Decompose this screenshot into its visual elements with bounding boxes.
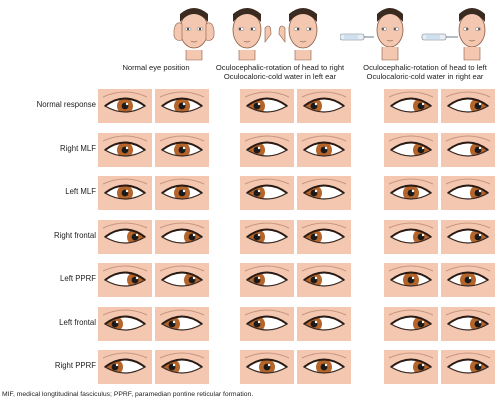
left-eye xyxy=(155,133,209,167)
footnote: MIF, medical longtitudinal fasciculus; P… xyxy=(2,391,254,398)
eye-pair xyxy=(383,87,496,123)
left-eye xyxy=(155,307,209,341)
eye-pair xyxy=(239,348,352,384)
right-eye xyxy=(384,89,438,123)
eye-pair xyxy=(383,218,496,254)
left-eye xyxy=(297,263,351,297)
right-eye xyxy=(240,307,294,341)
head-rotation-illustration xyxy=(232,8,272,61)
column-header-line1: Oculocephalic-rotation of head to right xyxy=(215,63,345,72)
right-eye xyxy=(98,350,152,384)
row-label: Left frontal xyxy=(59,318,96,327)
right-eye xyxy=(240,133,294,167)
right-eye xyxy=(384,307,438,341)
eye-pair xyxy=(97,348,210,384)
column-header-head-left: Oculocephalic-rotation of head to left O… xyxy=(350,63,500,81)
head-rotation-illustration xyxy=(173,8,215,61)
left-eye xyxy=(297,220,351,254)
left-eye xyxy=(441,220,495,254)
row-label: Right PPRF xyxy=(54,361,96,370)
left-eye xyxy=(297,176,351,210)
left-eye xyxy=(441,133,495,167)
eye-pair xyxy=(383,131,496,167)
eye-pair xyxy=(239,131,352,167)
right-eye xyxy=(98,220,152,254)
eye-pair xyxy=(239,87,352,123)
right-eye xyxy=(98,176,152,210)
eye-pair xyxy=(383,261,496,297)
row-label: Normal response xyxy=(36,100,96,109)
right-eye xyxy=(240,176,294,210)
left-eye xyxy=(155,176,209,210)
eye-pair xyxy=(239,218,352,254)
row-label: Right frontal xyxy=(53,231,96,240)
column-header-line1: Normal eye position xyxy=(122,63,190,72)
cold-water-ear-illustration xyxy=(340,8,404,61)
left-eye xyxy=(297,133,351,167)
right-eye xyxy=(384,263,438,297)
eye-pair xyxy=(383,174,496,210)
eye-pair xyxy=(239,174,352,210)
column-header-head-right: Oculocephalic-rotation of head to right … xyxy=(204,63,356,81)
left-eye xyxy=(441,89,495,123)
left-eye xyxy=(297,307,351,341)
right-eye xyxy=(98,133,152,167)
right-eye xyxy=(240,220,294,254)
right-eye xyxy=(384,176,438,210)
column-header-line1: Oculocephalic-rotation of head to left xyxy=(363,63,487,72)
column-header-normal: Normal eye position xyxy=(98,63,214,72)
left-eye xyxy=(441,350,495,384)
eye-pair xyxy=(97,131,210,167)
right-eye xyxy=(98,89,152,123)
eye-pair xyxy=(97,174,210,210)
column-header-line2: Oculocaloric-cold water in left ear xyxy=(223,72,337,81)
right-eye xyxy=(240,350,294,384)
eye-pair xyxy=(97,218,210,254)
left-eye xyxy=(297,350,351,384)
left-eye xyxy=(441,263,495,297)
left-eye xyxy=(155,350,209,384)
right-eye xyxy=(240,89,294,123)
eye-pair xyxy=(383,348,496,384)
row-label: Left PPRF xyxy=(60,274,96,283)
eye-pair xyxy=(239,261,352,297)
left-eye xyxy=(155,89,209,123)
left-eye xyxy=(155,263,209,297)
left-eye xyxy=(297,89,351,123)
column-header-line2: Oculocaloric-cold water in right ear xyxy=(366,72,484,81)
row-label: Right MLF xyxy=(60,144,96,153)
right-eye xyxy=(98,307,152,341)
cold-water-ear-illustration xyxy=(421,8,486,61)
right-eye xyxy=(240,263,294,297)
right-eye xyxy=(384,133,438,167)
eye-pair xyxy=(97,261,210,297)
eye-pair xyxy=(97,87,210,123)
eye-pair xyxy=(383,305,496,341)
eye-pair xyxy=(97,305,210,341)
right-eye xyxy=(98,263,152,297)
eye-pair xyxy=(239,305,352,341)
right-eye xyxy=(384,350,438,384)
head-rotation-illustration xyxy=(278,8,318,61)
right-eye xyxy=(384,220,438,254)
row-label: Left MLF xyxy=(65,187,96,196)
left-eye xyxy=(441,176,495,210)
left-eye xyxy=(441,307,495,341)
left-eye xyxy=(155,220,209,254)
